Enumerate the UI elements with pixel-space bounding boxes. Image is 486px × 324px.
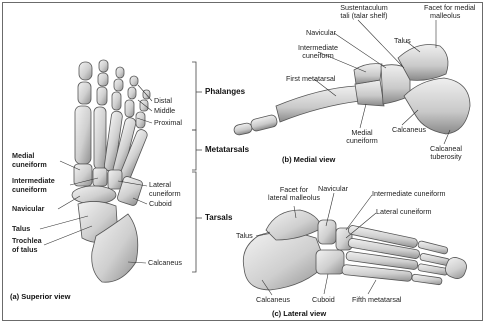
superior-view-foot — [72, 60, 150, 282]
label-superior-calcaneus: Calcaneus — [148, 259, 182, 267]
label-superior-lateral-cuneiform-2: cuneiform — [149, 190, 181, 198]
label-proximal: Proximal — [154, 119, 182, 127]
caption-medial-view: (b) Medial view — [282, 155, 335, 164]
medial-toe-distal — [233, 122, 253, 136]
label-middle: Middle — [154, 107, 175, 115]
superior-metatarsal-2 — [94, 107, 106, 169]
label-lateral-facet-2: lateral malleolus — [262, 194, 326, 202]
label-lateral-calcaneus: Calcaneus — [256, 296, 290, 304]
label-superior-medial-cuneiform-2: cuneiform — [12, 161, 47, 169]
label-medial-navicular: Navicular — [306, 29, 336, 37]
superior-intermediate-cuneiform — [93, 168, 107, 186]
superior-toe4-proximal — [125, 100, 134, 117]
label-lateral-talus: Talus — [236, 232, 253, 240]
superior-medial-cuneiform — [74, 164, 92, 186]
superior-toe3-proximal — [112, 92, 121, 110]
lateral-toe-4 — [412, 274, 443, 285]
group-label-phalanges: Phalanges — [205, 87, 245, 96]
superior-toe1-distal — [79, 62, 92, 80]
label-superior-cuboid: Cuboid — [149, 200, 172, 208]
caption-lateral-view: (c) Lateral view — [272, 309, 326, 318]
label-superior-navicular: Navicular — [12, 205, 44, 213]
label-medial-talus: Talus — [394, 37, 411, 45]
label-superior-medial-cuneiform-1: Medial — [12, 152, 34, 160]
lateral-talus — [266, 210, 322, 240]
label-medial-calcaneus: Calcaneus — [392, 126, 426, 134]
label-medial-facet-2: malleolus — [430, 12, 460, 20]
label-superior-intermediate-cuneiform-1: Intermediate — [12, 177, 55, 185]
label-lateral-cuboid: Cuboid — [312, 296, 335, 304]
label-lateral-lateral-cuneiform: Lateral cuneiform — [376, 208, 432, 216]
label-medial-tuberosity-2: tuberosity — [424, 153, 468, 161]
medial-first-metatarsal — [276, 86, 360, 122]
superior-toe4-distal — [130, 76, 138, 86]
superior-toe4-middle — [128, 87, 136, 99]
lateral-cuboid — [316, 250, 344, 274]
metatarsals-bracket — [192, 130, 202, 170]
label-superior-trochlea-2: of talus — [12, 246, 38, 254]
group-brackets — [192, 62, 202, 272]
group-label-tarsals: Tarsals — [205, 213, 232, 222]
superior-lateral-cuneiform — [108, 170, 122, 189]
label-lateral-fifth-metatarsal: Fifth metatarsal — [352, 296, 402, 304]
label-lateral-navicular: Navicular — [318, 185, 348, 193]
lateral-navicular — [318, 220, 336, 244]
label-superior-intermediate-cuneiform-2: cuneiform — [12, 186, 47, 194]
group-label-metatarsals: Metatarsals — [205, 145, 249, 154]
lateral-toe-1 — [417, 240, 448, 254]
label-distal: Distal — [154, 97, 172, 105]
superior-toe3-middle — [114, 79, 123, 91]
medial-medial-cuneiform — [355, 80, 384, 106]
label-medial-medial-cuneiform-2: cuneiform — [340, 137, 384, 145]
label-medial-first-metatarsal: First metatarsal — [286, 75, 336, 83]
label-medial-sustentaculum-2: tali (talar shelf) — [332, 12, 396, 20]
superior-toe5-middle — [140, 100, 148, 111]
tarsals-bracket — [192, 172, 202, 272]
label-lateral-intermediate-cuneiform: Intermediate cuneiform — [372, 190, 446, 198]
superior-toe1-proximal — [78, 82, 91, 104]
label-medial-intermediate-cuneiform-2: cuneiform — [290, 52, 346, 60]
lateral-view-foot — [243, 210, 469, 290]
superior-toe3-distal — [116, 67, 124, 78]
superior-toe2-middle — [98, 73, 108, 86]
caption-superior-view: (a) Superior view — [10, 292, 70, 301]
superior-metatarsal-1 — [75, 106, 91, 164]
superior-toe2-proximal — [97, 87, 107, 105]
label-superior-trochlea-1: Trochlea — [12, 237, 42, 245]
label-superior-talus: Talus — [12, 225, 30, 233]
phalanges-bracket — [192, 62, 202, 130]
medial-view-foot — [233, 45, 470, 136]
medial-toe-proximal — [250, 114, 278, 132]
label-superior-lateral-cuneiform-1: Lateral — [149, 181, 171, 189]
lateral-calcaneus — [243, 232, 326, 290]
superior-toe2-distal — [99, 60, 108, 72]
